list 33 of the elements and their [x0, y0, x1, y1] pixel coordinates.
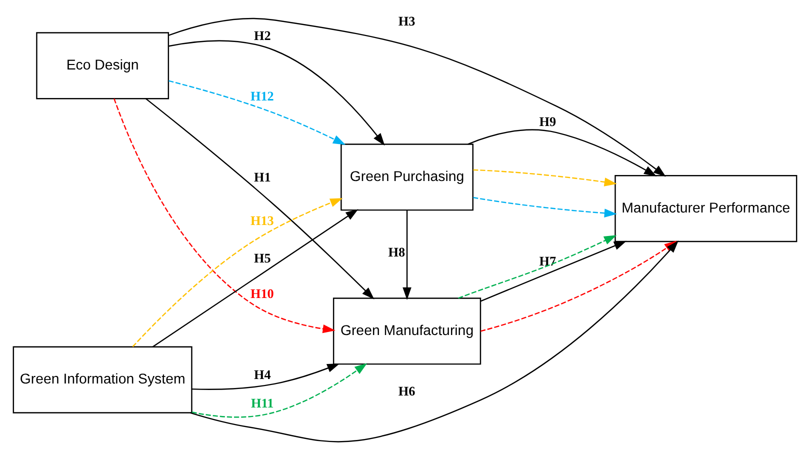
arrow — [191, 362, 367, 418]
arrow — [113, 98, 335, 333]
edge-label: H10 — [250, 286, 274, 301]
edge-label: H3 — [398, 13, 415, 28]
edge-label: H1 — [254, 169, 270, 184]
edge-label: H5 — [254, 250, 270, 266]
arrow — [472, 168, 616, 186]
arrow — [480, 240, 626, 302]
arrow — [168, 17, 666, 176]
arrow — [168, 80, 346, 144]
edge-label: H8 — [388, 244, 405, 260]
edge-label: H6 — [398, 382, 415, 398]
arrow — [132, 198, 342, 347]
arrow — [458, 234, 616, 298]
edge-label: H4 — [254, 366, 270, 382]
edge-label: H12 — [250, 88, 274, 104]
edge-label: H7 — [538, 253, 556, 268]
edge-label: H13 — [250, 212, 274, 228]
arrow — [467, 128, 656, 176]
arrow — [168, 40, 384, 146]
edge-label: H11 — [250, 395, 274, 410]
arrow — [152, 208, 358, 347]
edge-label: H9 — [538, 113, 556, 128]
edge-label: H2 — [254, 27, 270, 42]
node-box: Green Purchasing — [340, 143, 473, 210]
node-box: Eco Design — [36, 32, 169, 99]
node-box: Green Information System — [12, 346, 192, 413]
arrow — [191, 362, 340, 390]
arrow — [145, 98, 374, 299]
node-box: Manufacturer Performance — [614, 174, 797, 242]
node-box: Green Manufacturing — [332, 297, 481, 364]
arrow — [402, 210, 411, 300]
arrow — [472, 196, 616, 218]
